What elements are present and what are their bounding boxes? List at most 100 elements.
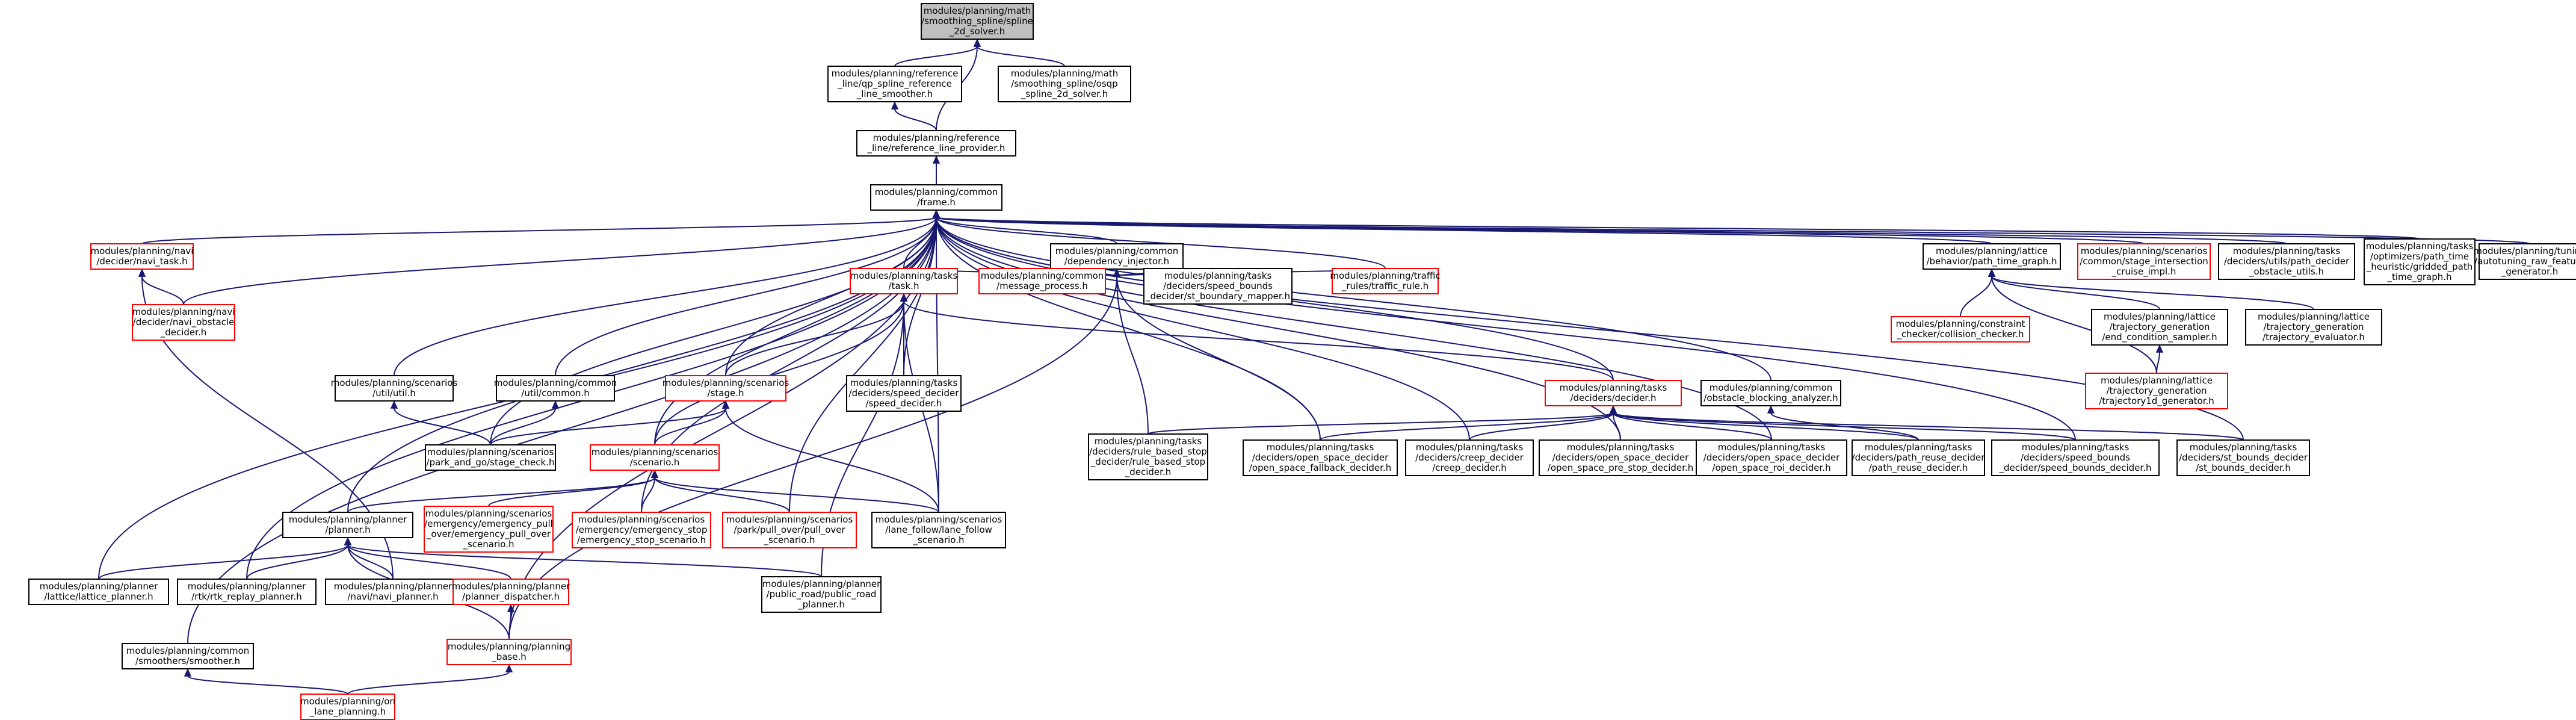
node-label-line: modules/planning/tasks bbox=[2233, 246, 2341, 256]
node-box bbox=[2364, 238, 2476, 285]
node-planner_h[interactable]: modules/planning/planner/planner.h bbox=[282, 512, 413, 538]
node-rule_based_stop[interactable]: modules/planning/tasks/deciders/rule_bas… bbox=[1088, 433, 1208, 480]
node-navi_task[interactable]: modules/planning/navi/decider/navi_task.… bbox=[90, 243, 194, 270]
node-message_process[interactable]: modules/planning/common/message_process.… bbox=[978, 268, 1106, 294]
node-label-line: _decider/st_boundary_mapper.h bbox=[1145, 291, 1290, 302]
node-on_lane_planning[interactable]: modules/planning/on_lane_planning.h bbox=[300, 694, 395, 720]
node-ref_provider[interactable]: modules/planning/reference_line/referenc… bbox=[856, 130, 1016, 157]
edge-planning_base-to-planner_dispatcher bbox=[507, 604, 515, 640]
node-label-line: /trajectory_generation bbox=[2109, 321, 2210, 333]
node-path_decider_util[interactable]: modules/planning/tasks/deciders/utils/pa… bbox=[2218, 243, 2355, 280]
node-public_road[interactable]: modules/planning/planner/public_road/pub… bbox=[761, 576, 882, 613]
node-task_h[interactable]: modules/planning/tasks/task.h bbox=[850, 268, 958, 294]
node-open_space_roi[interactable]: modules/planning/tasks/deciders/open_spa… bbox=[1696, 439, 1847, 476]
edge-navi_planner-to-planner_h bbox=[344, 537, 394, 580]
node-collision_checker[interactable]: modules/planning/constraint_checker/coll… bbox=[1891, 316, 2030, 343]
node-box bbox=[998, 66, 1131, 102]
node-label-line: modules/planning/math bbox=[1011, 68, 1118, 79]
node-box bbox=[2218, 243, 2355, 280]
node-box bbox=[827, 66, 962, 102]
node-lattice_planner[interactable]: modules/planning/planner/lattice/lattice… bbox=[28, 579, 169, 605]
node-gridded_path[interactable]: modules/planning/tasks/optimizers/path_t… bbox=[2364, 238, 2476, 285]
node-label-line: modules/planning/constraint bbox=[1896, 318, 2025, 329]
node-label-line: /deciders/speed_bounds bbox=[1163, 281, 1273, 292]
node-speed_bounds_mapper[interactable]: modules/planning/tasks/deciders/speed_bo… bbox=[1143, 268, 1293, 305]
node-speed_bounds_decider[interactable]: modules/planning/tasks/deciders/speed_bo… bbox=[1991, 439, 2160, 476]
node-autotuning[interactable]: modules/planning/tuning/autotuning_raw_f… bbox=[2473, 243, 2576, 280]
node-rtk_replay[interactable]: modules/planning/planner/rtk/rtk_replay_… bbox=[177, 579, 317, 605]
node-label-line: modules/planning/reference bbox=[873, 132, 1000, 143]
node-emergency_stop[interactable]: modules/planning/scenarios/emergency/eme… bbox=[572, 512, 711, 548]
node-label-line: _generator.h bbox=[2501, 266, 2558, 278]
node-label-line: /lane_follow/lane_follow bbox=[885, 524, 992, 536]
node-traj1d_generator[interactable]: modules/planning/lattice/trajectory_gene… bbox=[2085, 373, 2228, 409]
node-util_util[interactable]: modules/planning/scenarios/util/util.h bbox=[331, 375, 458, 402]
node-label-line: /deciders/open_space_decider bbox=[1252, 452, 1389, 464]
node-creep_decider[interactable]: modules/planning/tasks/deciders/creep_de… bbox=[1405, 439, 1534, 476]
node-smoother[interactable]: modules/planning/common/smoothers/smooth… bbox=[122, 643, 254, 669]
node-qp_spline[interactable]: modules/planning/reference_line/qp_splin… bbox=[827, 66, 962, 102]
node-box bbox=[870, 184, 1002, 211]
node-label-line: /message_process.h bbox=[996, 281, 1088, 292]
node-label-line: /behavior/path_time_graph.h bbox=[1926, 256, 2057, 267]
node-box bbox=[921, 3, 1034, 40]
node-box bbox=[1696, 439, 1847, 476]
node-label-line: modules/planning/tasks bbox=[1718, 442, 1826, 453]
node-traj_evaluator[interactable]: modules/planning/lattice/trajectory_gene… bbox=[2245, 309, 2382, 346]
node-planning_base[interactable]: modules/planning/planning_base.h bbox=[446, 639, 572, 665]
node-traffic_rule[interactable]: modules/planning/traffic_rules/traffic_r… bbox=[1330, 268, 1441, 294]
node-label-line: /scenario.h bbox=[630, 457, 680, 468]
node-stage_intersection[interactable]: modules/planning/scenarios/common/stage_… bbox=[2077, 243, 2211, 280]
edge-pull_over-to-frame bbox=[789, 209, 941, 513]
node-label-line: modules/planning/planner bbox=[762, 579, 881, 589]
node-label-line: modules/planning/scenarios bbox=[427, 447, 554, 458]
edges-layer bbox=[98, 39, 2530, 695]
node-park_and_go[interactable]: modules/planning/scenarios/park_and_go/s… bbox=[425, 444, 556, 471]
node-box bbox=[1088, 433, 1208, 480]
node-box bbox=[978, 268, 1106, 294]
node-label-line: modules/planning/common bbox=[981, 270, 1104, 281]
node-pull_over[interactable]: modules/planning/scenarios/park/pull_ove… bbox=[722, 512, 857, 548]
node-dep_injector[interactable]: modules/planning/common/dependency_injec… bbox=[1050, 243, 1184, 270]
node-box bbox=[572, 512, 711, 548]
node-label-line: /optimizers/path_time bbox=[2370, 251, 2469, 262]
edge-lane_follow-to-frame bbox=[932, 209, 941, 513]
node-open_space_pre_stop[interactable]: modules/planning/tasks/deciders/open_spa… bbox=[1539, 439, 1702, 476]
node-label-line: modules/planning/planning bbox=[448, 641, 570, 652]
node-box bbox=[335, 375, 454, 402]
node-navi_planner[interactable]: modules/planning/planner/navi/navi_plann… bbox=[325, 579, 461, 605]
node-label-line: _planner.h bbox=[797, 599, 845, 610]
node-frame[interactable]: modules/planning/common/frame.h bbox=[870, 184, 1002, 211]
node-common_util[interactable]: modules/planning/common/util/common.h bbox=[494, 375, 617, 402]
node-box bbox=[846, 375, 962, 412]
node-label-line: modules/planning/common bbox=[875, 187, 998, 197]
node-emergency_pull_over[interactable]: modules/planning/scenarios/emergency/eme… bbox=[424, 506, 554, 553]
node-label-line: /open_space_roi_decider.h bbox=[1712, 462, 1830, 474]
node-scenario_h[interactable]: modules/planning/scenarios/scenario.h bbox=[590, 444, 720, 471]
edge-rule_based_stop-to-decider_h bbox=[1147, 405, 1617, 435]
node-stage_h[interactable]: modules/planning/scenarios/stage.h bbox=[663, 375, 789, 402]
node-lane_follow[interactable]: modules/planning/scenarios/lane_follow/l… bbox=[871, 512, 1006, 548]
node-label-line: _line/reference_line_provider.h bbox=[867, 143, 1005, 154]
node-st_bounds[interactable]: modules/planning/tasks/deciders/st_bound… bbox=[2176, 439, 2310, 476]
node-decider_h[interactable]: modules/planning/tasks/deciders/decider.… bbox=[1545, 380, 1682, 406]
node-label-line: modules/planning/common bbox=[126, 645, 250, 656]
node-navi_obstacle[interactable]: modules/planning/navi/decider/navi_obsta… bbox=[132, 304, 235, 341]
node-end_condition[interactable]: modules/planning/lattice/trajectory_gene… bbox=[2091, 309, 2228, 346]
node-lattice_ptg[interactable]: modules/planning/lattice/behavior/path_t… bbox=[1923, 243, 2061, 270]
node-label-line: _obstacle_utils.h bbox=[2249, 266, 2324, 278]
node-box bbox=[452, 579, 569, 605]
node-path_reuse[interactable]: modules/planning/tasks/deciders/path_reu… bbox=[1852, 439, 1986, 476]
node-box bbox=[2245, 309, 2382, 346]
node-open_space_fallback[interactable]: modules/planning/tasks/deciders/open_spa… bbox=[1243, 439, 1398, 476]
node-box bbox=[325, 579, 461, 605]
node-osqp[interactable]: modules/planning/math/smoothing_spline/o… bbox=[998, 66, 1131, 102]
edge-decider_h-to-task_h bbox=[900, 293, 1614, 381]
node-box bbox=[424, 506, 554, 553]
node-label-line: _2d_solver.h bbox=[949, 26, 1005, 37]
node-speed_decider[interactable]: modules/planning/tasks/deciders/speed_de… bbox=[846, 375, 962, 412]
node-planner_dispatcher[interactable]: modules/planning/planner/planner_dispatc… bbox=[452, 579, 570, 605]
edge-traj1d_generator-to-end_condition bbox=[2155, 344, 2164, 374]
node-label-line: /deciders/speed_decider bbox=[849, 388, 960, 399]
node-obstacle_blocking[interactable]: modules/planning/common/obstacle_blockin… bbox=[1700, 380, 1841, 406]
